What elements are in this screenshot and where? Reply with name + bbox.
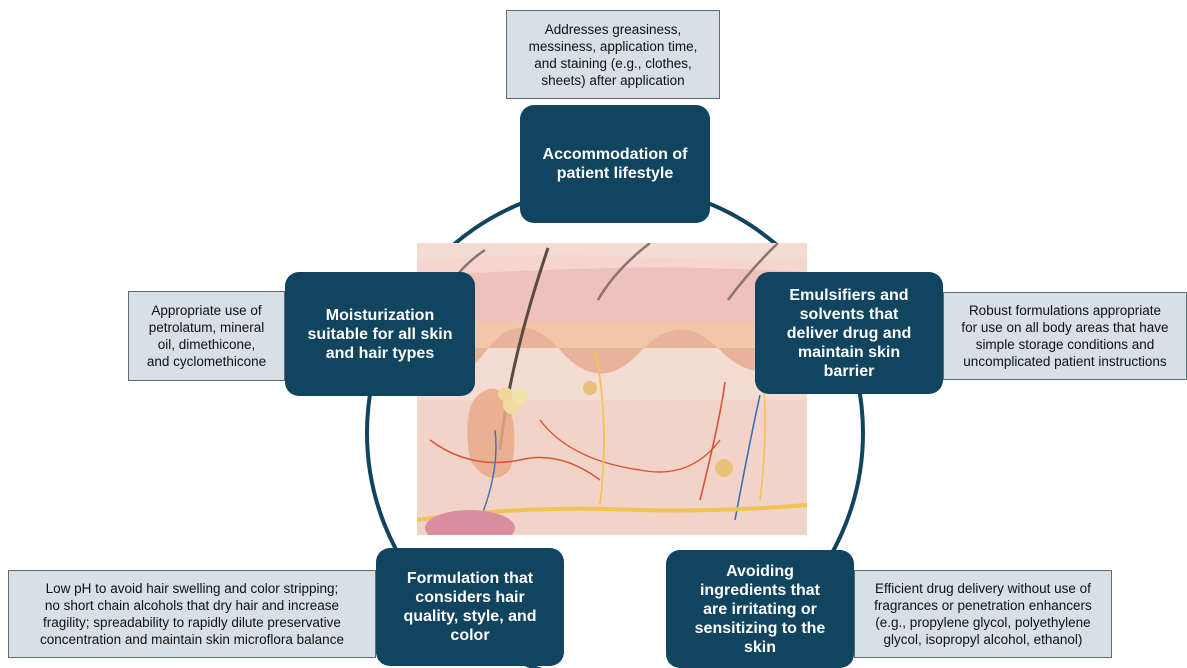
skin-cross-section-icon xyxy=(417,243,807,546)
note-moisturization: Appropriate use of petrolatum, mineral o… xyxy=(128,291,285,381)
node-patient-lifestyle: Accommodation of patient lifestyle xyxy=(520,105,710,223)
node-hair-formulation: Formulation that considers hair quality,… xyxy=(376,548,564,666)
node-moisturization: Moisturization suitable for all skin and… xyxy=(285,272,475,396)
node-avoiding-irritants: Avoiding ingredients that are irritating… xyxy=(666,550,854,668)
node-emulsifiers-solvents: Emulsifiers and solvents that deliver dr… xyxy=(755,272,943,394)
note-emulsifiers-solvents: Robust formulations appropriate for use … xyxy=(943,292,1187,380)
note-avoiding-irritants: Efficient drug delivery without use of f… xyxy=(854,570,1112,658)
note-patient-lifestyle: Addresses greasiness, messiness, applica… xyxy=(506,10,720,99)
note-hair-formulation: Low pH to avoid hair swelling and color … xyxy=(8,570,376,658)
